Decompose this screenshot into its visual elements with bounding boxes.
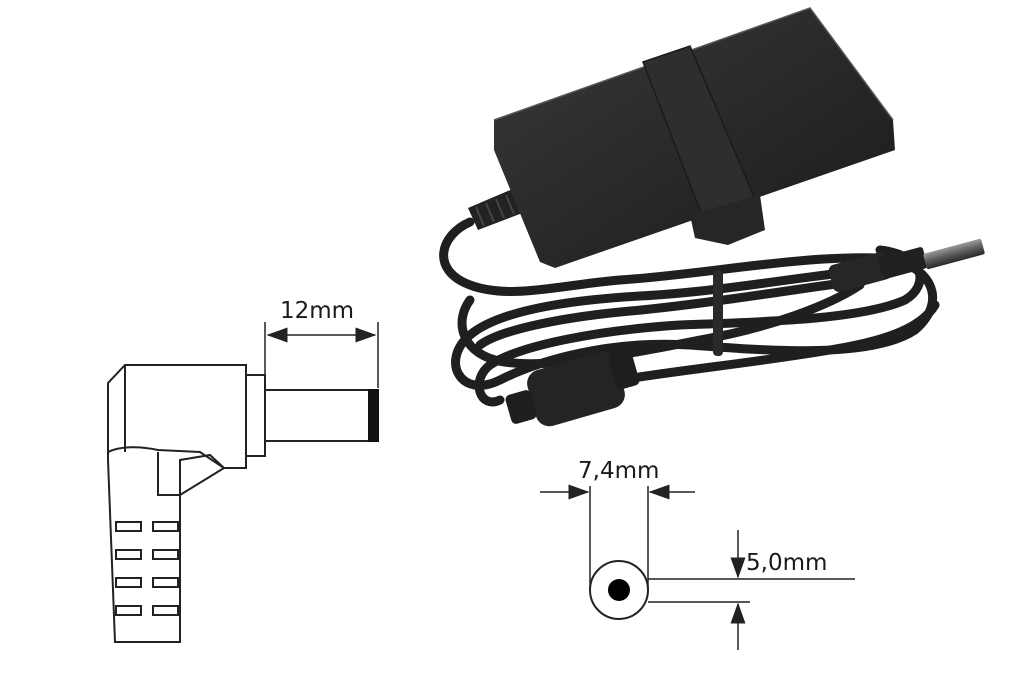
- plug-tip-end: [368, 389, 379, 442]
- cable-tie: [713, 270, 723, 356]
- plug-side-view: [107, 364, 379, 643]
- tip-length-dimension: [264, 322, 379, 388]
- connector-end-view: [589, 560, 649, 620]
- ferrite-bead: [505, 350, 640, 427]
- outer-diameter-dimension: [540, 484, 695, 590]
- inner-diameter-dimension: [648, 530, 855, 650]
- plug-collar: [245, 374, 266, 457]
- center-pin: [608, 579, 630, 601]
- power-adapter-photo: [439, 7, 985, 427]
- adapter-cable: [439, 217, 940, 415]
- cable-strap: [642, 45, 765, 245]
- cable-strain-relief: [468, 188, 525, 230]
- output-plug: [828, 238, 985, 292]
- outer-diameter-label: 7,4mm: [578, 458, 659, 484]
- inner-diameter-label: 5,0mm: [746, 550, 827, 576]
- boot-grip-slots: [115, 521, 179, 616]
- plug-tip: [264, 389, 370, 442]
- tip-length-label: 12mm: [280, 298, 354, 324]
